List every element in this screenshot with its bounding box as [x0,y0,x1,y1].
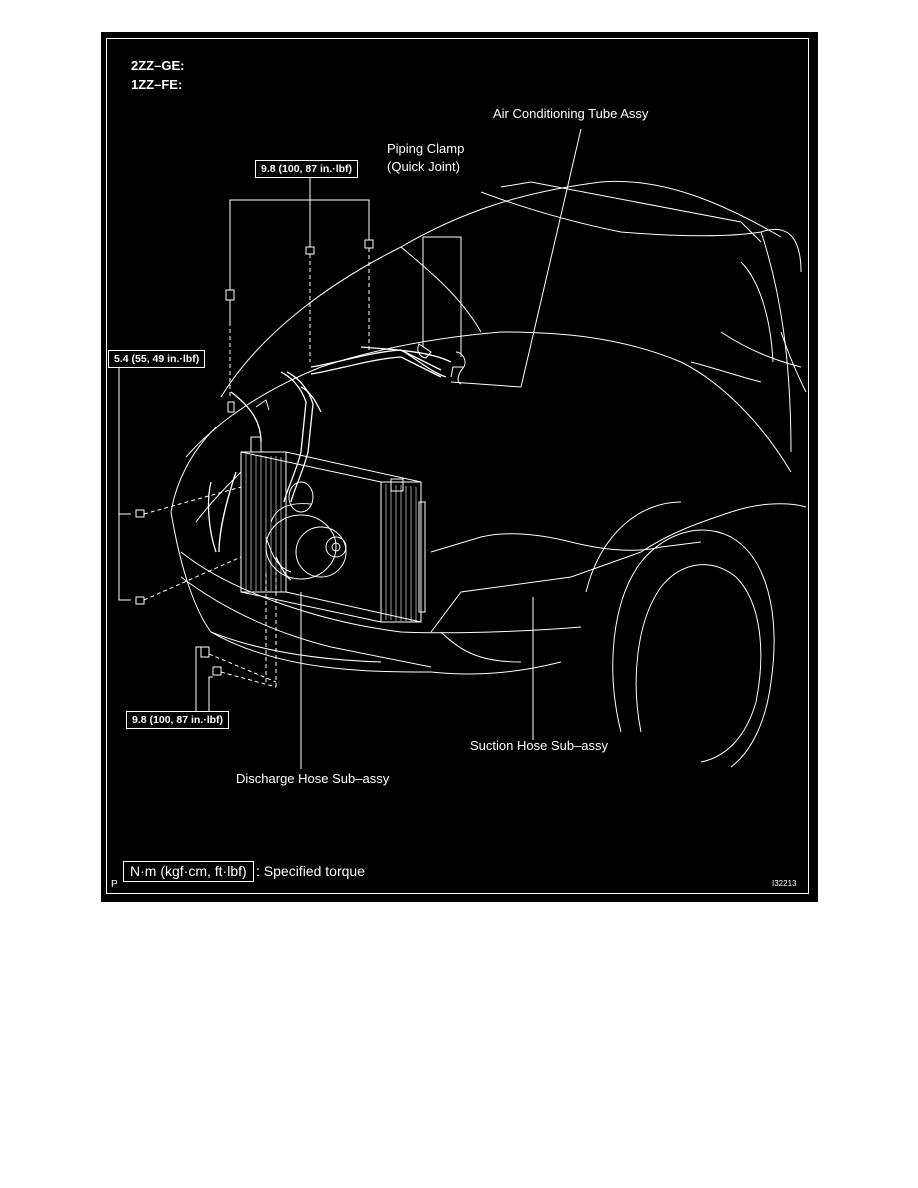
legend-unit-box: N·m (kgf·cm, ft·lbf) [123,861,254,883]
engine-code-1: 2ZZ–GE: [131,58,185,73]
figure-code: I32213 [772,879,797,888]
diagram-frame [106,38,809,894]
car-illustration [118,128,807,769]
installation-lines [143,248,370,688]
leader-lines [118,128,582,769]
label-piping-clamp: Piping Clamp [387,141,465,156]
car-body-outline [170,180,807,768]
label-discharge-hose: Discharge Hose Sub–assy [236,771,390,786]
engine-code-2: 1ZZ–FE: [131,77,183,92]
legend-description: : Specified torque [256,863,365,879]
compressor [265,481,347,580]
label-ac-tube: Air Conditioning Tube Assy [493,106,649,121]
label-quick-joint: (Quick Joint) [387,159,460,174]
hoses [207,346,452,581]
label-suction-hose: Suction Hose Sub–assy [470,738,609,753]
torque-box-left: 5.4 (55, 49 in.·lbf) [108,350,206,369]
corner-letter: P [111,879,118,890]
diagram-panel: 2ZZ–GE: 1ZZ–FE: Air Conditioning Tube As… [101,32,818,902]
torque-box-top: 9.8 (100, 87 in.·lbf) [255,160,359,179]
torque-box-bottom: 9.8 (100, 87 in.·lbf) [126,711,230,730]
condenser [240,436,426,623]
